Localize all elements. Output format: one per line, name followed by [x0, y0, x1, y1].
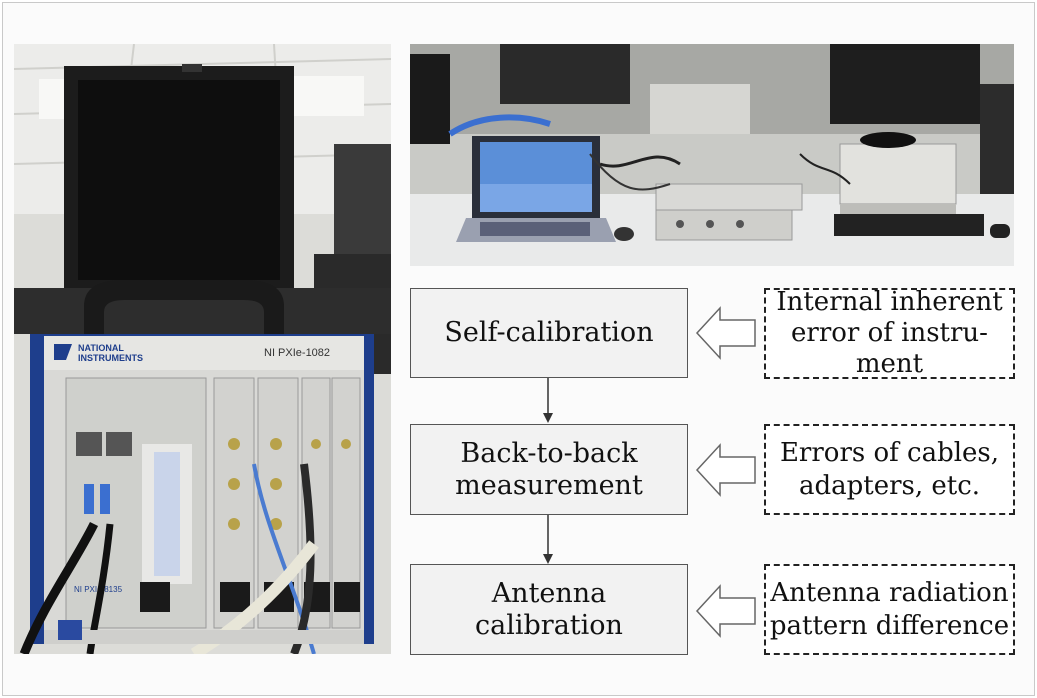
step-antenna-calibration: Antenna calibration [410, 564, 688, 655]
pxi-chassis-illustration: NATIONAL INSTRUMENTS NI PXIe-1082 NI PXI… [14, 44, 391, 654]
lab-bench-photo [410, 44, 1014, 266]
ni-brand-line-1: NATIONAL [78, 343, 124, 353]
step-label: Back-to-back measurement [455, 437, 643, 501]
error-source-label: Errors of cables, adapters, etc. [779, 437, 1000, 501]
step-label: Self-calibration [444, 317, 654, 348]
ni-brand-line-2: INSTRUMENTS [78, 353, 143, 363]
lab-bench-illustration [410, 44, 1014, 266]
chassis-model-label: NI PXIe-1082 [264, 347, 330, 359]
step-self-calibration: Self-calibration [410, 288, 688, 378]
step-label: Antenna calibration [475, 577, 623, 641]
step-back-to-back-measurement: Back-to-back measurement [410, 424, 688, 515]
error-source-label: Antenna radiation pattern difference [769, 577, 1010, 641]
error-source-instrument: Internal inherent error of instru- ment [764, 287, 1015, 379]
error-source-antenna-pattern: Antenna radiation pattern difference [764, 564, 1015, 655]
pxi-chassis-photo: NATIONAL INSTRUMENTS NI PXIe-1082 NI PXI… [14, 44, 391, 654]
error-source-label: Internal inherent error of instru- ment [776, 287, 1003, 379]
error-source-cables: Errors of cables, adapters, etc. [764, 424, 1015, 515]
